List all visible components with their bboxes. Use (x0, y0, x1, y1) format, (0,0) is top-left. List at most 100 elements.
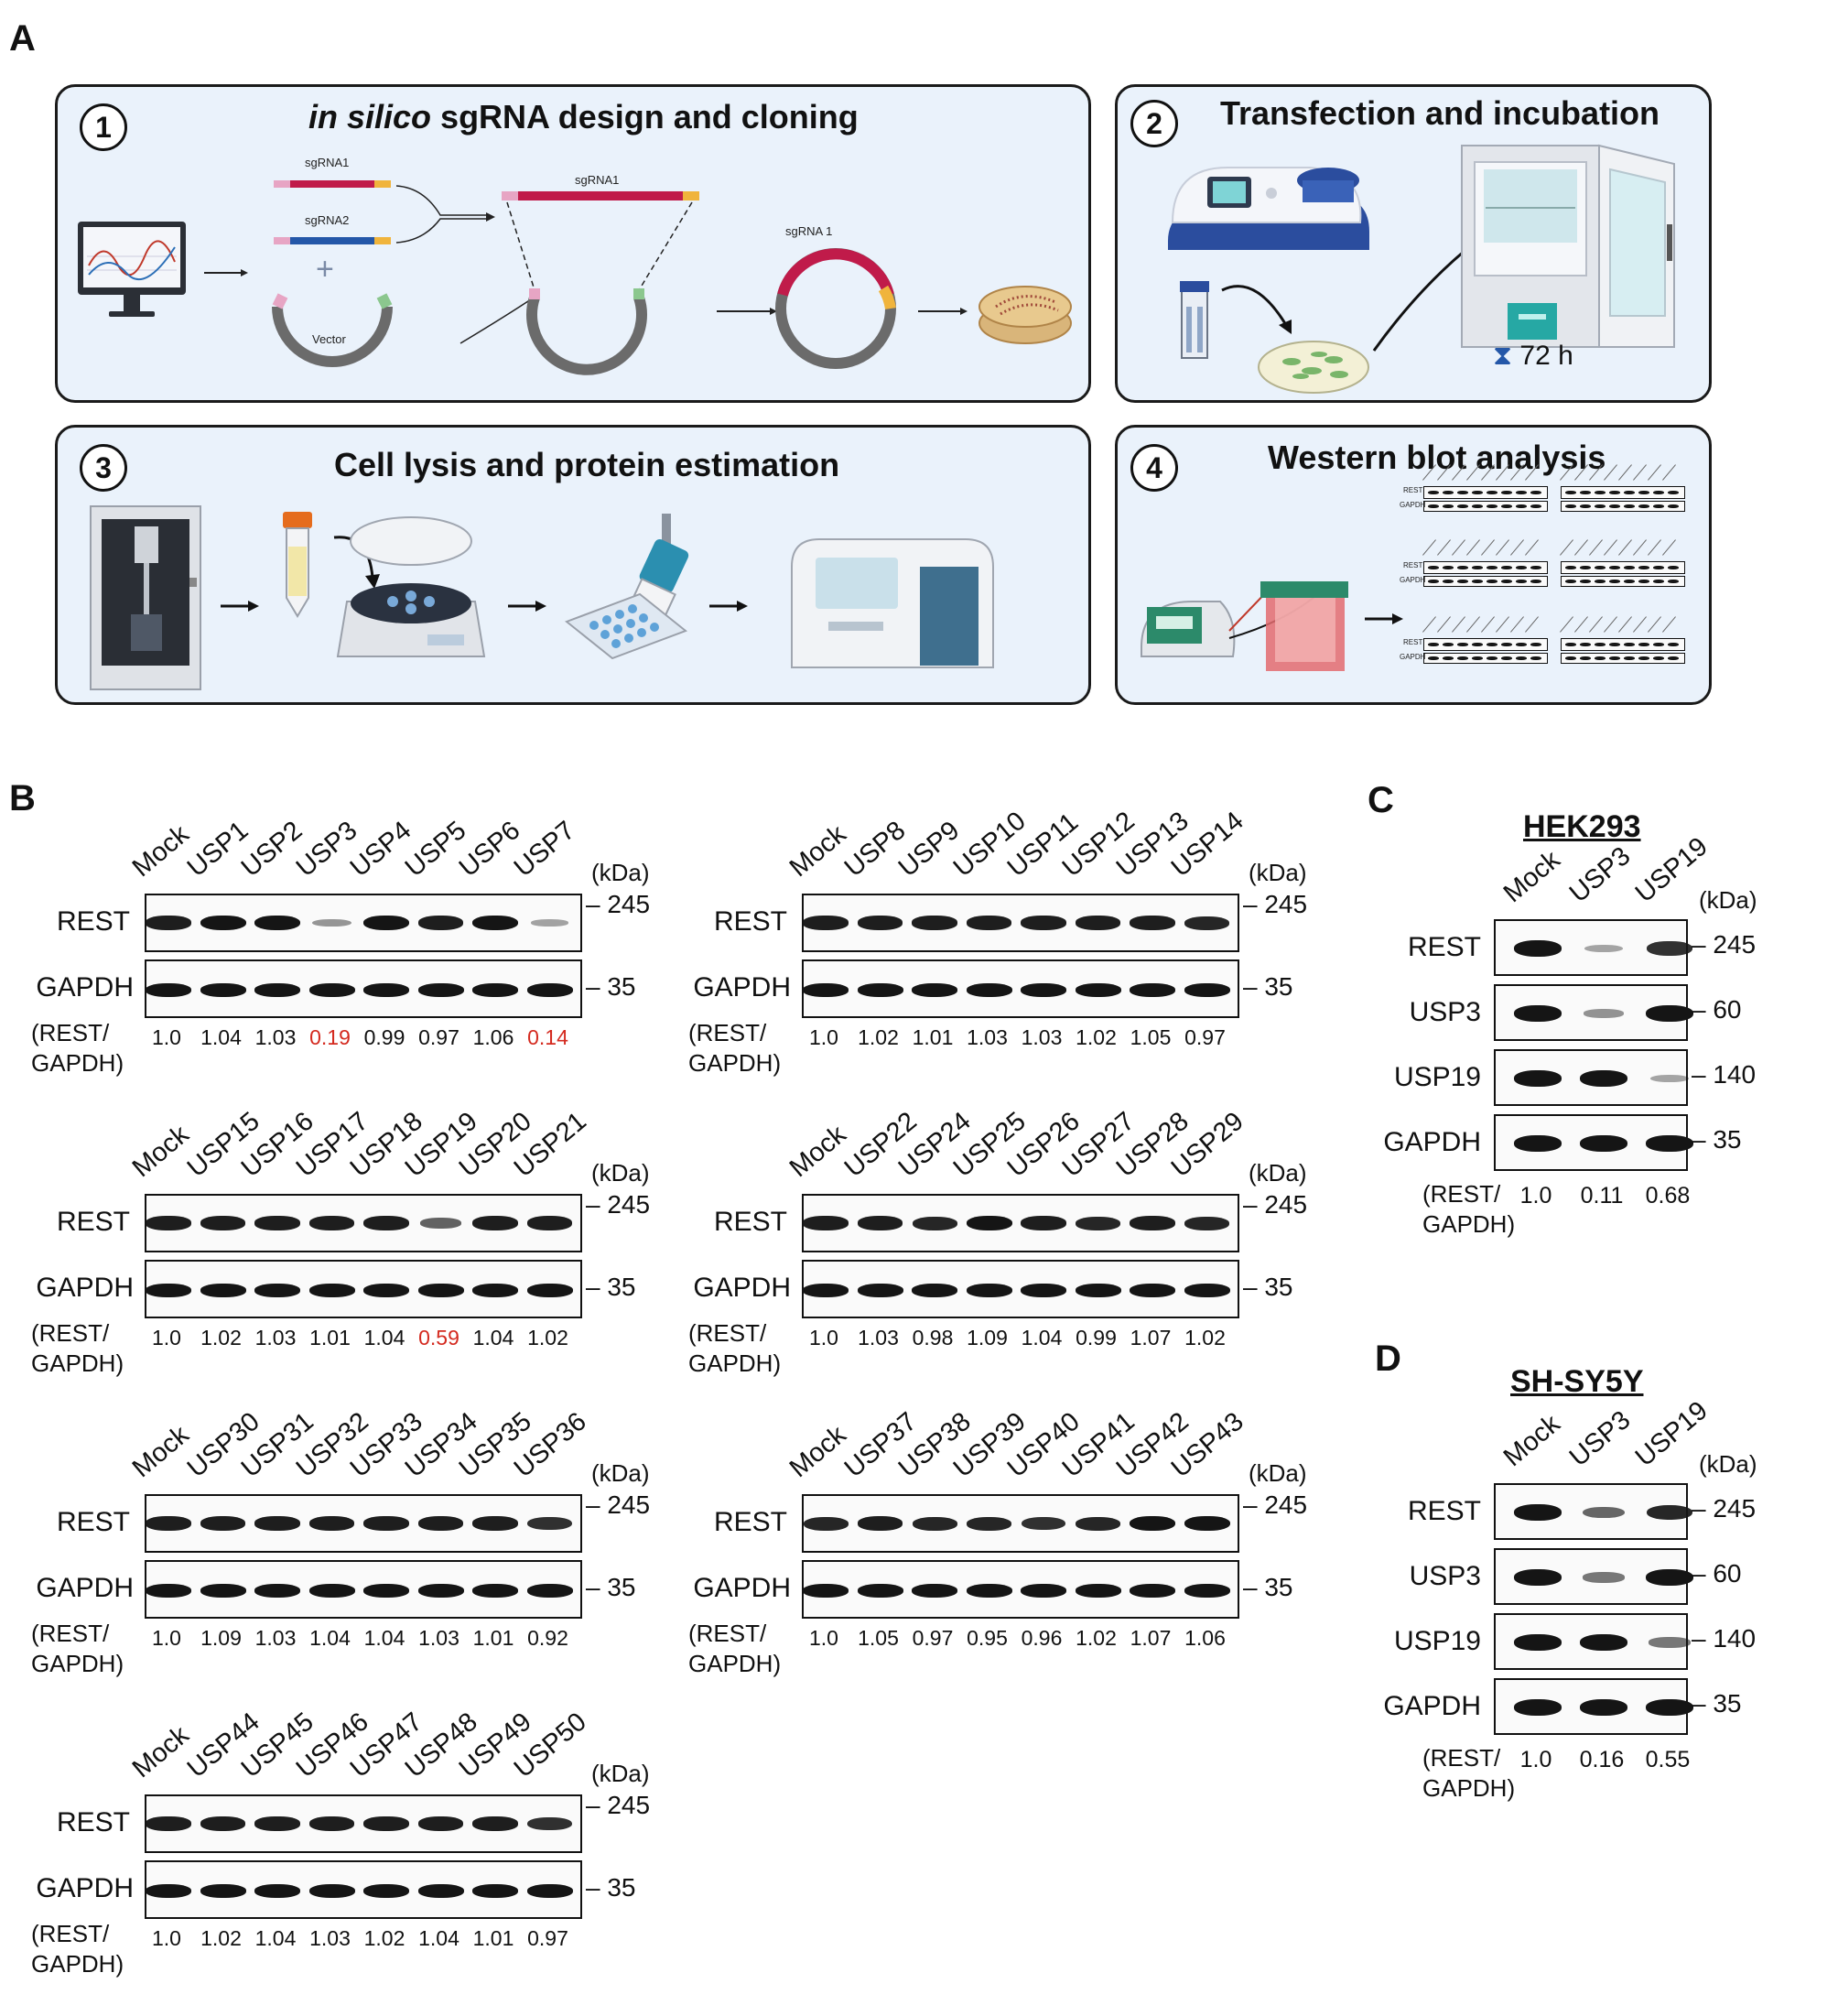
mini-band (1428, 656, 1439, 660)
mini-band (1638, 566, 1649, 569)
band (1580, 1699, 1627, 1716)
ratio-value: 1.0 (809, 1326, 838, 1349)
ratio-value: 1.09 (200, 1626, 242, 1650)
mini-band (1516, 580, 1527, 583)
arrow-icon (508, 601, 546, 612)
mini-band (1624, 504, 1635, 508)
mini-lane-tick (1648, 464, 1661, 481)
mini-band (1428, 643, 1439, 646)
mini-band (1443, 656, 1454, 660)
ratio-value: 0.92 (527, 1626, 568, 1650)
blot-membrane (1494, 1114, 1693, 1171)
mini-band (1472, 566, 1483, 569)
rest-blot-membrane (145, 894, 582, 952)
mini-band (1653, 504, 1664, 508)
row-label-rest: REST (56, 1207, 130, 1237)
ratio-header: (REST/ (688, 1620, 767, 1647)
band (1646, 1699, 1693, 1716)
row-label-gapdh: GAPDH (693, 1573, 791, 1603)
mini-band (1624, 566, 1635, 569)
mw-marker: – 60 (1692, 995, 1742, 1024)
gapdh-band (200, 1284, 246, 1297)
mini-lane-tick (1618, 539, 1632, 556)
rest-band (363, 1216, 409, 1230)
mini-band (1624, 491, 1635, 494)
band (1646, 1569, 1693, 1586)
mini-lane-tick (1437, 616, 1451, 633)
step-2-box: 2 Transfection and incubation (1115, 84, 1712, 403)
mw-marker: – 140 (1692, 1060, 1757, 1089)
ratio-value: 1.03 (1021, 1025, 1063, 1049)
incubator-icon (1461, 144, 1675, 348)
kda-unit-label: (kDa) (1699, 886, 1757, 914)
gapdh-band (1184, 1584, 1230, 1598)
mini-band (1609, 580, 1620, 583)
mini-band (1668, 580, 1679, 583)
row-label: USP19 (1393, 1062, 1481, 1092)
rest-band (1130, 1516, 1175, 1531)
blot-membrane (1494, 1613, 1691, 1670)
mw-marker: – 35 (1692, 1125, 1742, 1154)
arrow-icon (221, 601, 259, 612)
rest-band (912, 916, 957, 930)
band (1514, 1699, 1562, 1716)
mini-blot (1561, 501, 1685, 512)
ratio-header: GAPDH) (31, 1950, 124, 1978)
mini-band (1668, 656, 1679, 660)
falcon-tube-icon (283, 512, 312, 618)
mini-lane-tick (1648, 539, 1661, 556)
mini-band (1487, 580, 1497, 583)
mini-row-label-gapdh: GAPDH (1400, 653, 1426, 661)
ratio-value: 1.0 (1519, 1747, 1552, 1772)
mini-band (1472, 656, 1483, 660)
gapdh-band (1021, 983, 1066, 997)
rest-band (803, 916, 849, 930)
gapdh-band (1021, 1284, 1066, 1297)
step-1-box: 1 in silico sgRNA design and cloning sgR… (55, 84, 1091, 403)
mini-band (1501, 643, 1512, 646)
gapdh-band (526, 1584, 573, 1598)
sgrna2-strip (274, 237, 391, 244)
ratio-value: 0.95 (967, 1626, 1008, 1650)
mini-band (1487, 643, 1497, 646)
gapdh-band (146, 983, 191, 997)
ratio-value: 1.02 (527, 1326, 568, 1349)
step-2-title: Transfection and incubation (1220, 94, 1660, 132)
gapdh-band (1184, 1284, 1230, 1297)
blot-membrane (1494, 1548, 1693, 1605)
ratio-header: (REST/ (31, 1319, 110, 1347)
mini-band (1443, 491, 1454, 494)
mini-band (1530, 491, 1541, 494)
ratio-value: 1.04 (418, 1926, 460, 1950)
panel-letter-b: B (9, 778, 36, 818)
gapdh-blot-membrane (145, 1260, 582, 1318)
row-label: GAPDH (1383, 1127, 1481, 1157)
lane-label: USP9 (892, 816, 966, 883)
gapdh-blot-membrane (145, 1860, 582, 1919)
step-number: 4 (1130, 444, 1178, 492)
mini-lane-tick (1560, 539, 1573, 556)
gapdh-band (146, 1284, 191, 1297)
rest-band (200, 1516, 246, 1531)
lane-label: USP7 (508, 816, 580, 883)
rest-band (472, 1516, 518, 1531)
rest-band (308, 1216, 355, 1230)
band (1646, 1005, 1693, 1022)
hourglass-icon: ⧗ (1493, 341, 1513, 371)
row-label-gapdh: GAPDH (36, 1273, 134, 1303)
sgrna-plasmid (775, 248, 896, 369)
sgrna1-plasmid-label: sgRNA 1 (785, 224, 833, 238)
rest-band (1130, 1216, 1175, 1230)
mini-band (1668, 566, 1679, 569)
band (1514, 1504, 1562, 1521)
mini-band (1668, 504, 1679, 508)
mw-marker-245: – 245 (586, 1190, 651, 1219)
band (1514, 1634, 1562, 1651)
mini-blot (1561, 576, 1685, 587)
mini-band (1530, 643, 1541, 646)
rest-band (146, 916, 191, 930)
gapdh-band (363, 1884, 409, 1898)
gapdh-band (200, 1884, 246, 1898)
mini-band (1501, 504, 1512, 508)
band (1649, 1637, 1691, 1648)
